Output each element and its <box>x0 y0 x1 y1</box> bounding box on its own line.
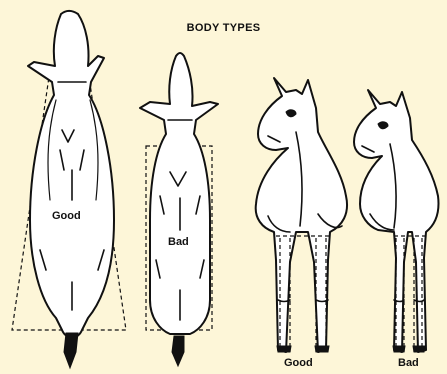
eye <box>378 122 388 129</box>
eye <box>286 110 296 117</box>
label-top-bad: Bad <box>168 236 189 248</box>
label-front-bad: Bad <box>398 357 419 369</box>
label-front-good: Good <box>284 357 313 369</box>
label-top-good: Good <box>52 210 81 222</box>
diagram-title: BODY TYPES <box>0 22 447 34</box>
